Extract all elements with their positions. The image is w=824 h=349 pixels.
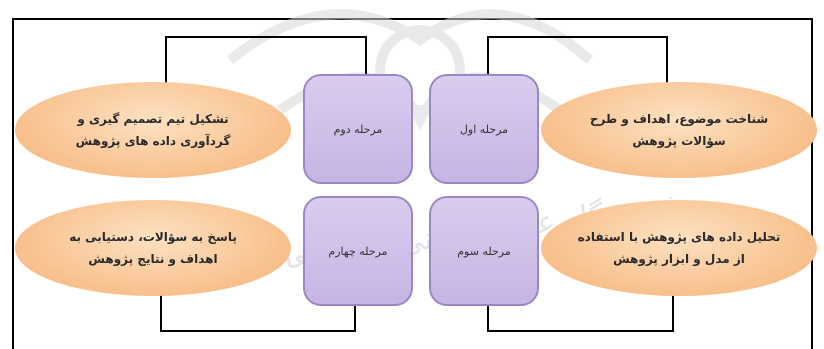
stage-four-description-text: پاسخ به سؤالات، دستیابی به اهداف و نتایج… [69,230,237,266]
stage-three-description-text: تحلیل داده های پژوهش با استفاده از مدل و… [577,230,781,266]
stage-three-box: مرحله سوم [429,196,539,306]
stage-one-box: مرحله اول [429,74,539,184]
stage-one-description-text: شناخت موضوع، اهداف و طرح سؤالات پژوهش [589,112,769,148]
stage-two-label: مرحله دوم [333,122,383,136]
stage-three-description: تحلیل داده های پژوهش با استفاده از مدل و… [541,200,817,296]
stage-one-label: مرحله اول [459,122,509,136]
stage-four-box: مرحله چهارم [303,196,413,306]
stage-four-label: مرحله چهارم [328,244,388,258]
stage-one-description: شناخت موضوع، اهداف و طرح سؤالات پژوهش [541,82,817,178]
diagram-frame [12,18,813,349]
stage-three-label: مرحله سوم [457,244,511,258]
stage-two-description: تشکیل تیم تصمیم گیری و گردآوری داده های … [15,82,291,178]
stage-four-description: پاسخ به سؤالات، دستیابی به اهداف و نتایج… [15,200,291,296]
stage-two-box: مرحله دوم [303,74,413,184]
stage-two-description-text: تشکیل تیم تصمیم گیری و گردآوری داده های … [75,112,231,148]
